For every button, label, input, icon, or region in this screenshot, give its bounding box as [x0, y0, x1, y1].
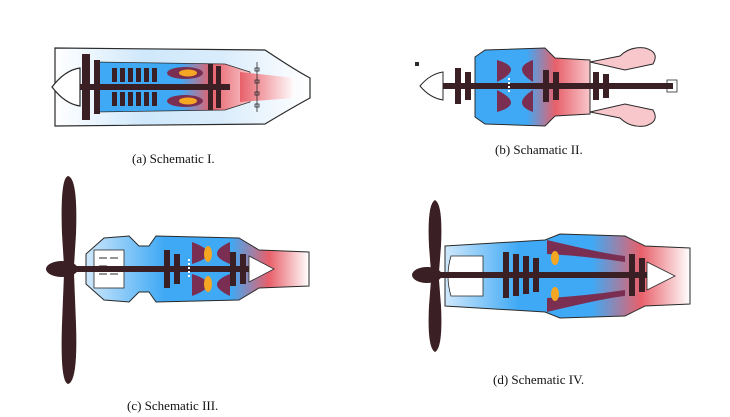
caption-schematic-1: (a) Schematic I. [132, 151, 215, 166]
panel-schematic-2 [415, 42, 685, 132]
caption-schematic-3: (c) Schematic III. [127, 398, 219, 413]
schematic-4-diagram [412, 200, 691, 352]
schematic-1-diagram [51, 47, 311, 127]
schematic-3-diagram [46, 176, 310, 384]
panel-schematic-1 [40, 40, 320, 135]
caption-schematic-4: (d) Schematic IV. [493, 372, 585, 387]
schematic-2-diagram [415, 47, 678, 127]
panel-schematic-4 [405, 196, 695, 356]
caption-schematic-2: (b) Schamatic II. [495, 142, 583, 157]
panel-schematic-3 [44, 174, 316, 386]
